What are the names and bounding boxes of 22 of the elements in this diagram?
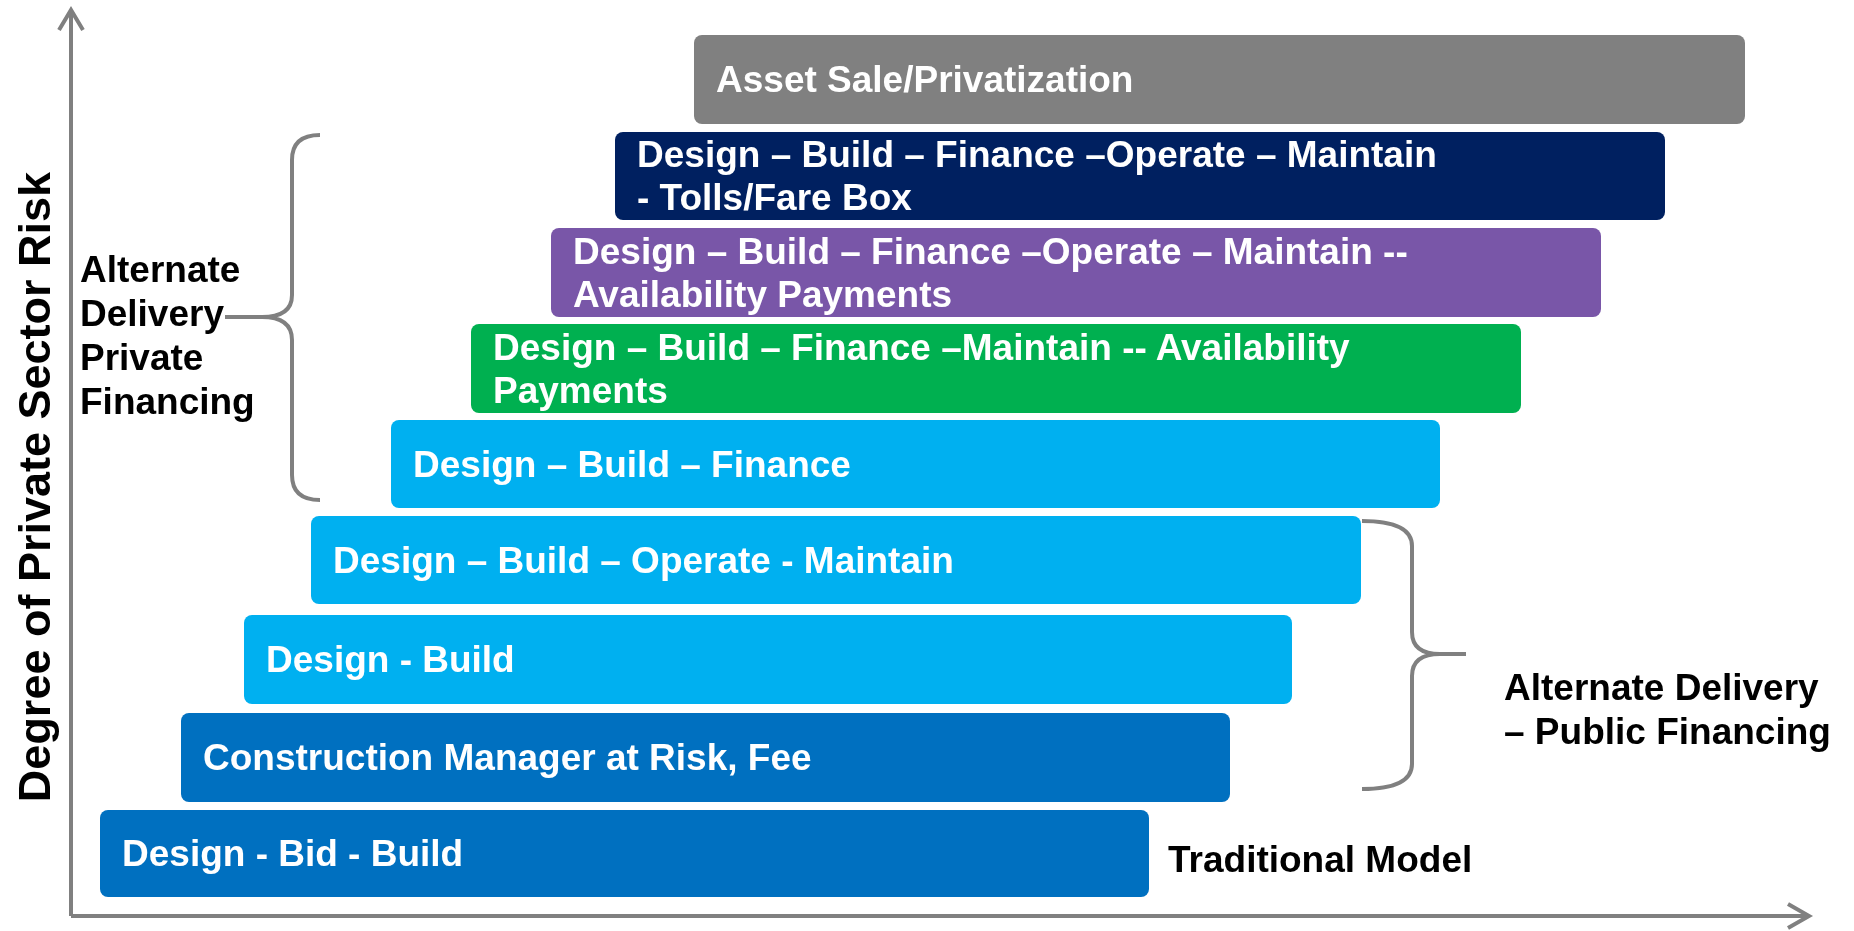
group-label: Alternate Delivery Private Financing [80,248,256,424]
process-bar [100,810,1149,897]
process-bar [471,324,1521,413]
process-bar [615,132,1665,220]
bar-label: Design – Build – Finance –Operate – Maintain - Tolls/Fare Box [637,133,1437,219]
process-bar [391,420,1440,508]
group-label: Alternate Delivery – Public Financing [1504,666,1832,754]
bar-label: Asset Sale/Privatization [716,58,1134,101]
process-bar [551,228,1601,317]
bar-label: Design – Build – Finance –Operate – Maintain -- Availability Payments [573,229,1409,316]
bar-label: Design – Build – Finance –Maintain -- Availability Payments [493,325,1351,412]
axis-title: Degree of Private Sector Risk [8,170,61,805]
process-bar [311,516,1361,604]
process-bar [244,615,1292,704]
bar-label: Design – Build – Operate - Maintain [333,538,954,582]
bar-label: Design - Bid - Build [122,832,464,875]
bar-label: Construction Manager at Risk, Fee [203,736,812,779]
bar-label: Design – Build – Finance [413,442,851,486]
group-label: Traditional Model [1168,838,1474,882]
bar-label: Design - Build [266,638,515,681]
process-bar [181,713,1230,802]
process-bar [694,35,1745,124]
